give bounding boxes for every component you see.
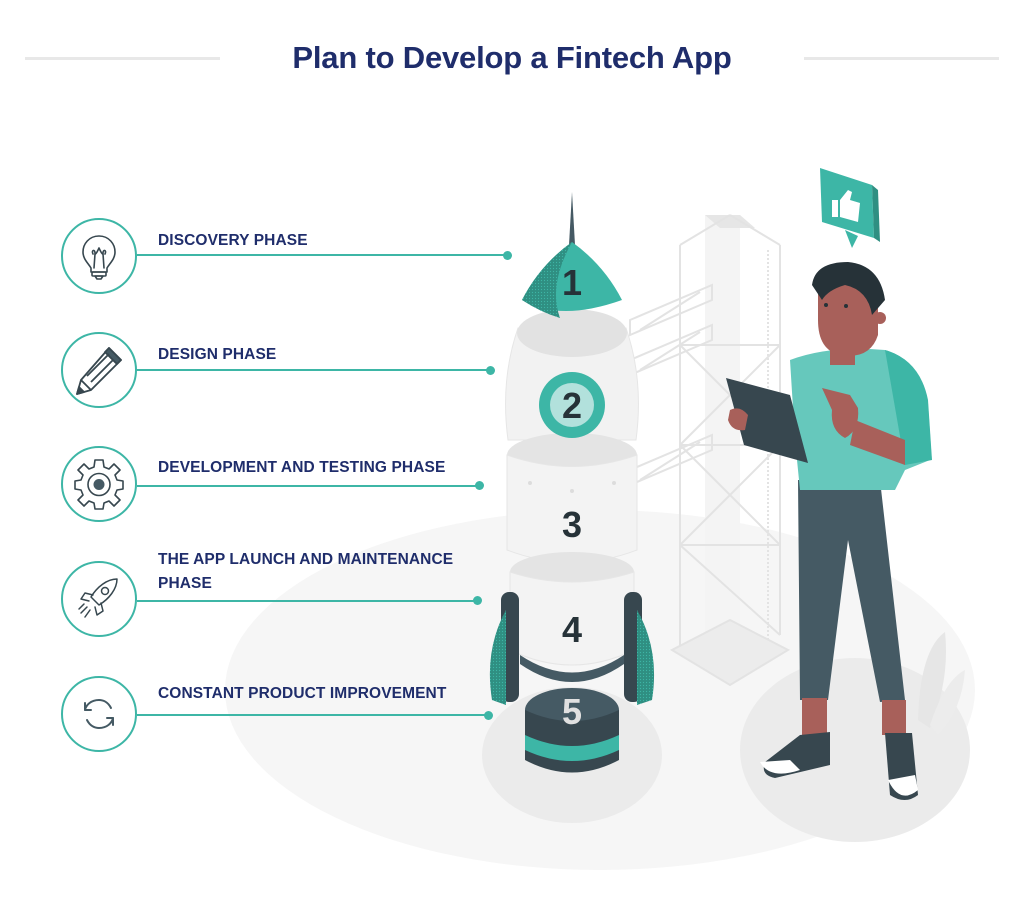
thumbs-up-bubble [820, 168, 880, 248]
refresh-icon [84, 699, 114, 729]
step-label-line-1: THE APP LAUNCH AND MAINTENANCE [158, 551, 454, 568]
rocket-stage-5-number: 5 [562, 691, 582, 732]
person [726, 262, 932, 800]
pencil-icon [76, 347, 122, 395]
step-launch-maintenance-phase: THE APP LAUNCH AND MAINTENANCE PHASE [0, 551, 520, 640]
step-label: CONSTANT PRODUCT IMPROVEMENT [158, 685, 447, 702]
title-rule-right [804, 57, 999, 60]
connector-line [137, 485, 479, 487]
step-label: DESIGN PHASE [158, 346, 277, 363]
step-icon-circle [61, 332, 137, 408]
step-label: DEVELOPMENT AND TESTING PHASE [158, 459, 446, 476]
connector-dot [503, 251, 512, 260]
connector-dot [486, 366, 495, 375]
thumbs-up-icon [832, 190, 860, 222]
rocket-stage-3-number: 3 [562, 504, 582, 545]
step-icon-circle [61, 446, 137, 522]
connector-dot [484, 711, 493, 720]
connector-line [137, 254, 507, 256]
step-label: THE APP LAUNCH AND MAINTENANCE PHASE [158, 548, 453, 596]
step-discovery-phase: DISCOVERY PHASE [0, 218, 520, 298]
rocket-stage-1-number: 1 [562, 262, 582, 303]
step-design-phase: DESIGN PHASE [0, 332, 520, 412]
gear-icon [74, 459, 124, 510]
rocket-icon [78, 578, 118, 618]
connector-line [137, 714, 487, 716]
step-development-testing-phase: DEVELOPMENT AND TESTING PHASE [0, 446, 520, 526]
rocket-stage-2-number: 2 [562, 385, 582, 426]
rocket: 1 2 3 4 5 [489, 192, 655, 773]
connector-dot [473, 596, 482, 605]
step-icon-circle [61, 218, 137, 294]
rocket-stage-4-number: 4 [562, 609, 582, 650]
step-label: DISCOVERY PHASE [158, 232, 308, 249]
tablet-icon [726, 378, 808, 463]
connector-line [137, 369, 489, 371]
connector-line [137, 600, 477, 602]
title-rule-left [25, 57, 220, 60]
step-icon-circle [61, 561, 137, 637]
step-icon-circle [61, 676, 137, 752]
step-constant-improvement: CONSTANT PRODUCT IMPROVEMENT [0, 676, 520, 756]
lightbulb-icon [82, 235, 116, 280]
page-title: Plan to Develop a Fintech App [292, 40, 732, 75]
step-label-line-2: PHASE [158, 575, 212, 592]
connector-dot [475, 481, 484, 490]
